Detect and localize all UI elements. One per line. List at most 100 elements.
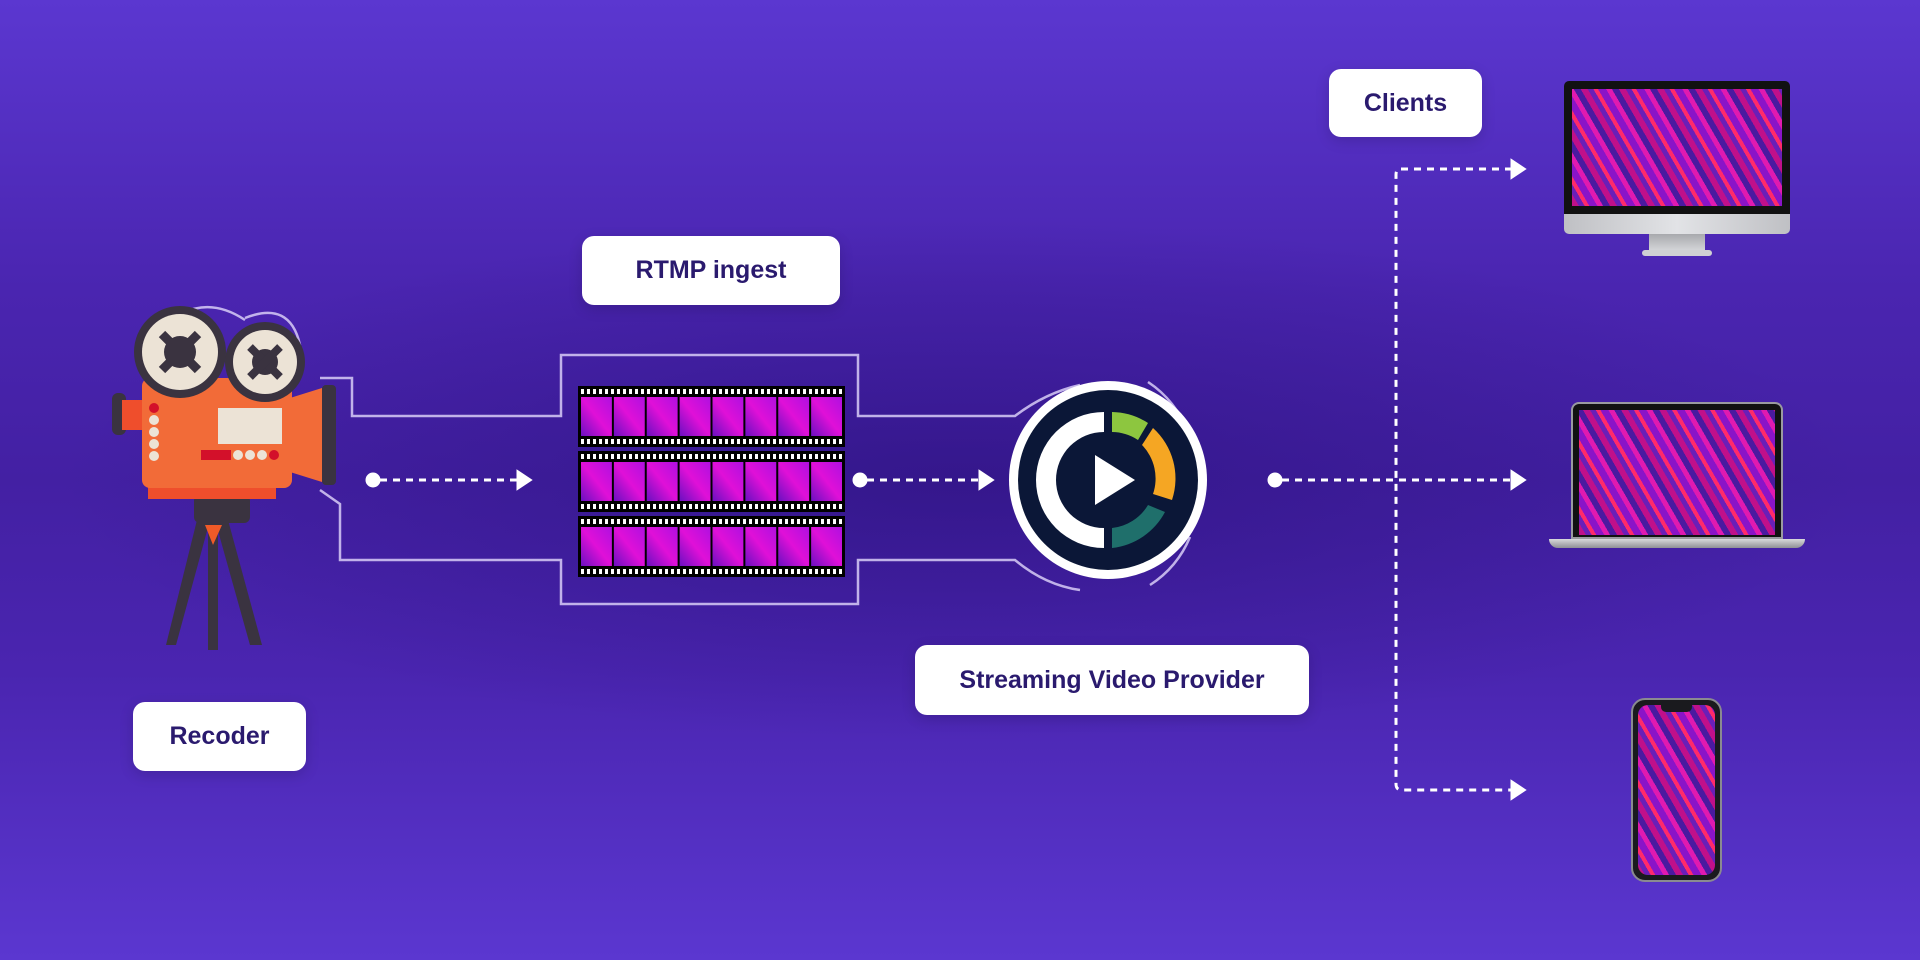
sprocket-hole [791,389,794,394]
film-frame [811,462,842,501]
clients-label: Clients [1329,69,1482,137]
sprocket-hole [725,454,728,459]
sprocket-hole [701,439,704,444]
sprocket-hole [599,389,602,394]
sprocket-hole [707,389,710,394]
sprocket-hole [695,569,698,574]
sprocket-hole [779,389,782,394]
sprocket-hole [719,439,722,444]
sprocket-hole [581,454,584,459]
sprocket-hole [815,454,818,459]
sprocket-hole [773,569,776,574]
sprocket-hole [803,569,806,574]
sprocket-hole [821,454,824,459]
sprocket-hole [617,504,620,509]
sprocket-hole [707,519,710,524]
sprocket-hole [701,569,704,574]
sprocket-hole [635,519,638,524]
sprocket-hole [671,454,674,459]
sprocket-hole [593,569,596,574]
sprocket-hole [581,569,584,574]
sprocket-hole [743,454,746,459]
sprocket-hole [827,504,830,509]
sprocket-hole [635,504,638,509]
sprocket-hole [689,439,692,444]
sprocket-hole [743,519,746,524]
sprocket-hole [725,569,728,574]
sprocket-hole [791,439,794,444]
sprocket-hole [647,439,650,444]
sprocket-hole [779,569,782,574]
sprocket-hole [725,439,728,444]
film-frame [745,527,777,566]
film-frame [811,397,842,436]
sprocket-hole [803,454,806,459]
sprocket-hole [647,389,650,394]
sprocket-hole [587,389,590,394]
sprocket-hole [671,569,674,574]
sprocket-hole [587,504,590,509]
sprocket-hole [809,519,812,524]
sprocket-hole [749,389,752,394]
sprocket-hole [785,439,788,444]
sprocket-hole [677,439,680,444]
film-frame [778,462,810,501]
sprocket-hole [737,454,740,459]
sprocket-hole [713,389,716,394]
sprocket-hole [749,519,752,524]
sprocket-hole [683,504,686,509]
sprocket-hole [761,569,764,574]
sprocket-hole [725,519,728,524]
sprocket-hole [821,389,824,394]
sprocket-hole [659,439,662,444]
sprocket-hole [629,389,632,394]
sprocket-hole [749,454,752,459]
sprocket-hole [743,504,746,509]
sprocket-hole [665,454,668,459]
sprocket-hole [833,504,836,509]
sprocket-hole [641,439,644,444]
sprocket-hole [677,454,680,459]
sprocket-hole [767,504,770,509]
sprocket-hole [671,519,674,524]
sprocket-hole [701,389,704,394]
sprocket-hole [755,389,758,394]
sprocket-hole [623,519,626,524]
sprocket-hole [743,389,746,394]
sprocket-hole [683,569,686,574]
film-frame [778,397,810,436]
film-strip-icon [578,386,845,577]
sprocket-hole [743,439,746,444]
sprocket-hole [803,519,806,524]
sprocket-hole [761,454,764,459]
sprocket-hole [731,504,734,509]
sprocket-hole [743,569,746,574]
sprocket-hole [809,454,812,459]
sprocket-hole [815,569,818,574]
sprocket-hole [839,569,842,574]
sprocket-hole [671,504,674,509]
sprocket-hole [587,454,590,459]
sprocket-hole [773,389,776,394]
film-frame [679,462,711,501]
sprocket-hole [587,439,590,444]
sprocket-hole [623,454,626,459]
sprocket-hole [791,504,794,509]
sprocket-hole [689,454,692,459]
sprocket-hole [587,569,590,574]
sprocket-hole [605,454,608,459]
sprocket-hole [623,504,626,509]
sprocket-hole [671,389,674,394]
sprocket-hole [731,389,734,394]
sprocket-hole [797,454,800,459]
film-frame [712,527,744,566]
sprocket-hole [809,504,812,509]
sprocket-hole [767,389,770,394]
sprocket-hole [701,504,704,509]
sprocket-hole [611,454,614,459]
desktop-monitor-icon [1564,81,1790,261]
sprocket-hole [683,439,686,444]
sprocket-hole [797,389,800,394]
sprocket-hole [695,504,698,509]
sprocket-hole [773,504,776,509]
